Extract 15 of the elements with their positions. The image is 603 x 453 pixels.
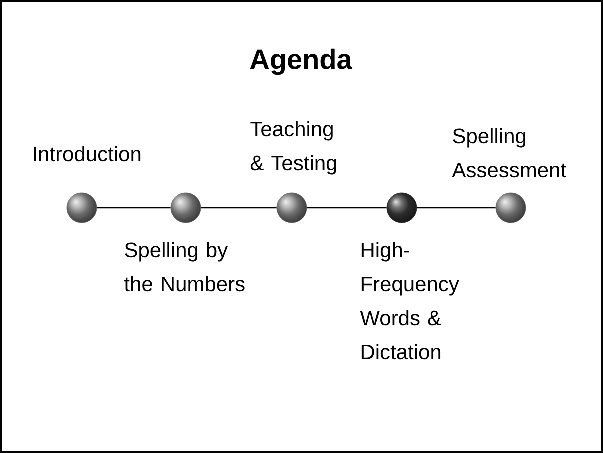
timeline-dot: [496, 192, 526, 224]
connector-line: [201, 207, 277, 209]
timeline-dot: [170, 192, 202, 224]
connector-line: [307, 207, 387, 209]
connector-line: [97, 207, 171, 209]
timeline-dot: [276, 192, 308, 224]
step-label: Spelling by the Numbers: [124, 242, 245, 292]
timeline-dot: [66, 192, 98, 224]
title: Agenda: [250, 48, 353, 76]
connector-line: [417, 207, 496, 209]
step-label: Teaching & Testing: [250, 121, 336, 175]
step-label: Spelling Assessment: [452, 128, 566, 178]
timeline-dot: [386, 192, 418, 224]
step-label: High-Frequency Words & Dictation: [360, 242, 460, 360]
step-label: Introduction: [34, 146, 141, 162]
